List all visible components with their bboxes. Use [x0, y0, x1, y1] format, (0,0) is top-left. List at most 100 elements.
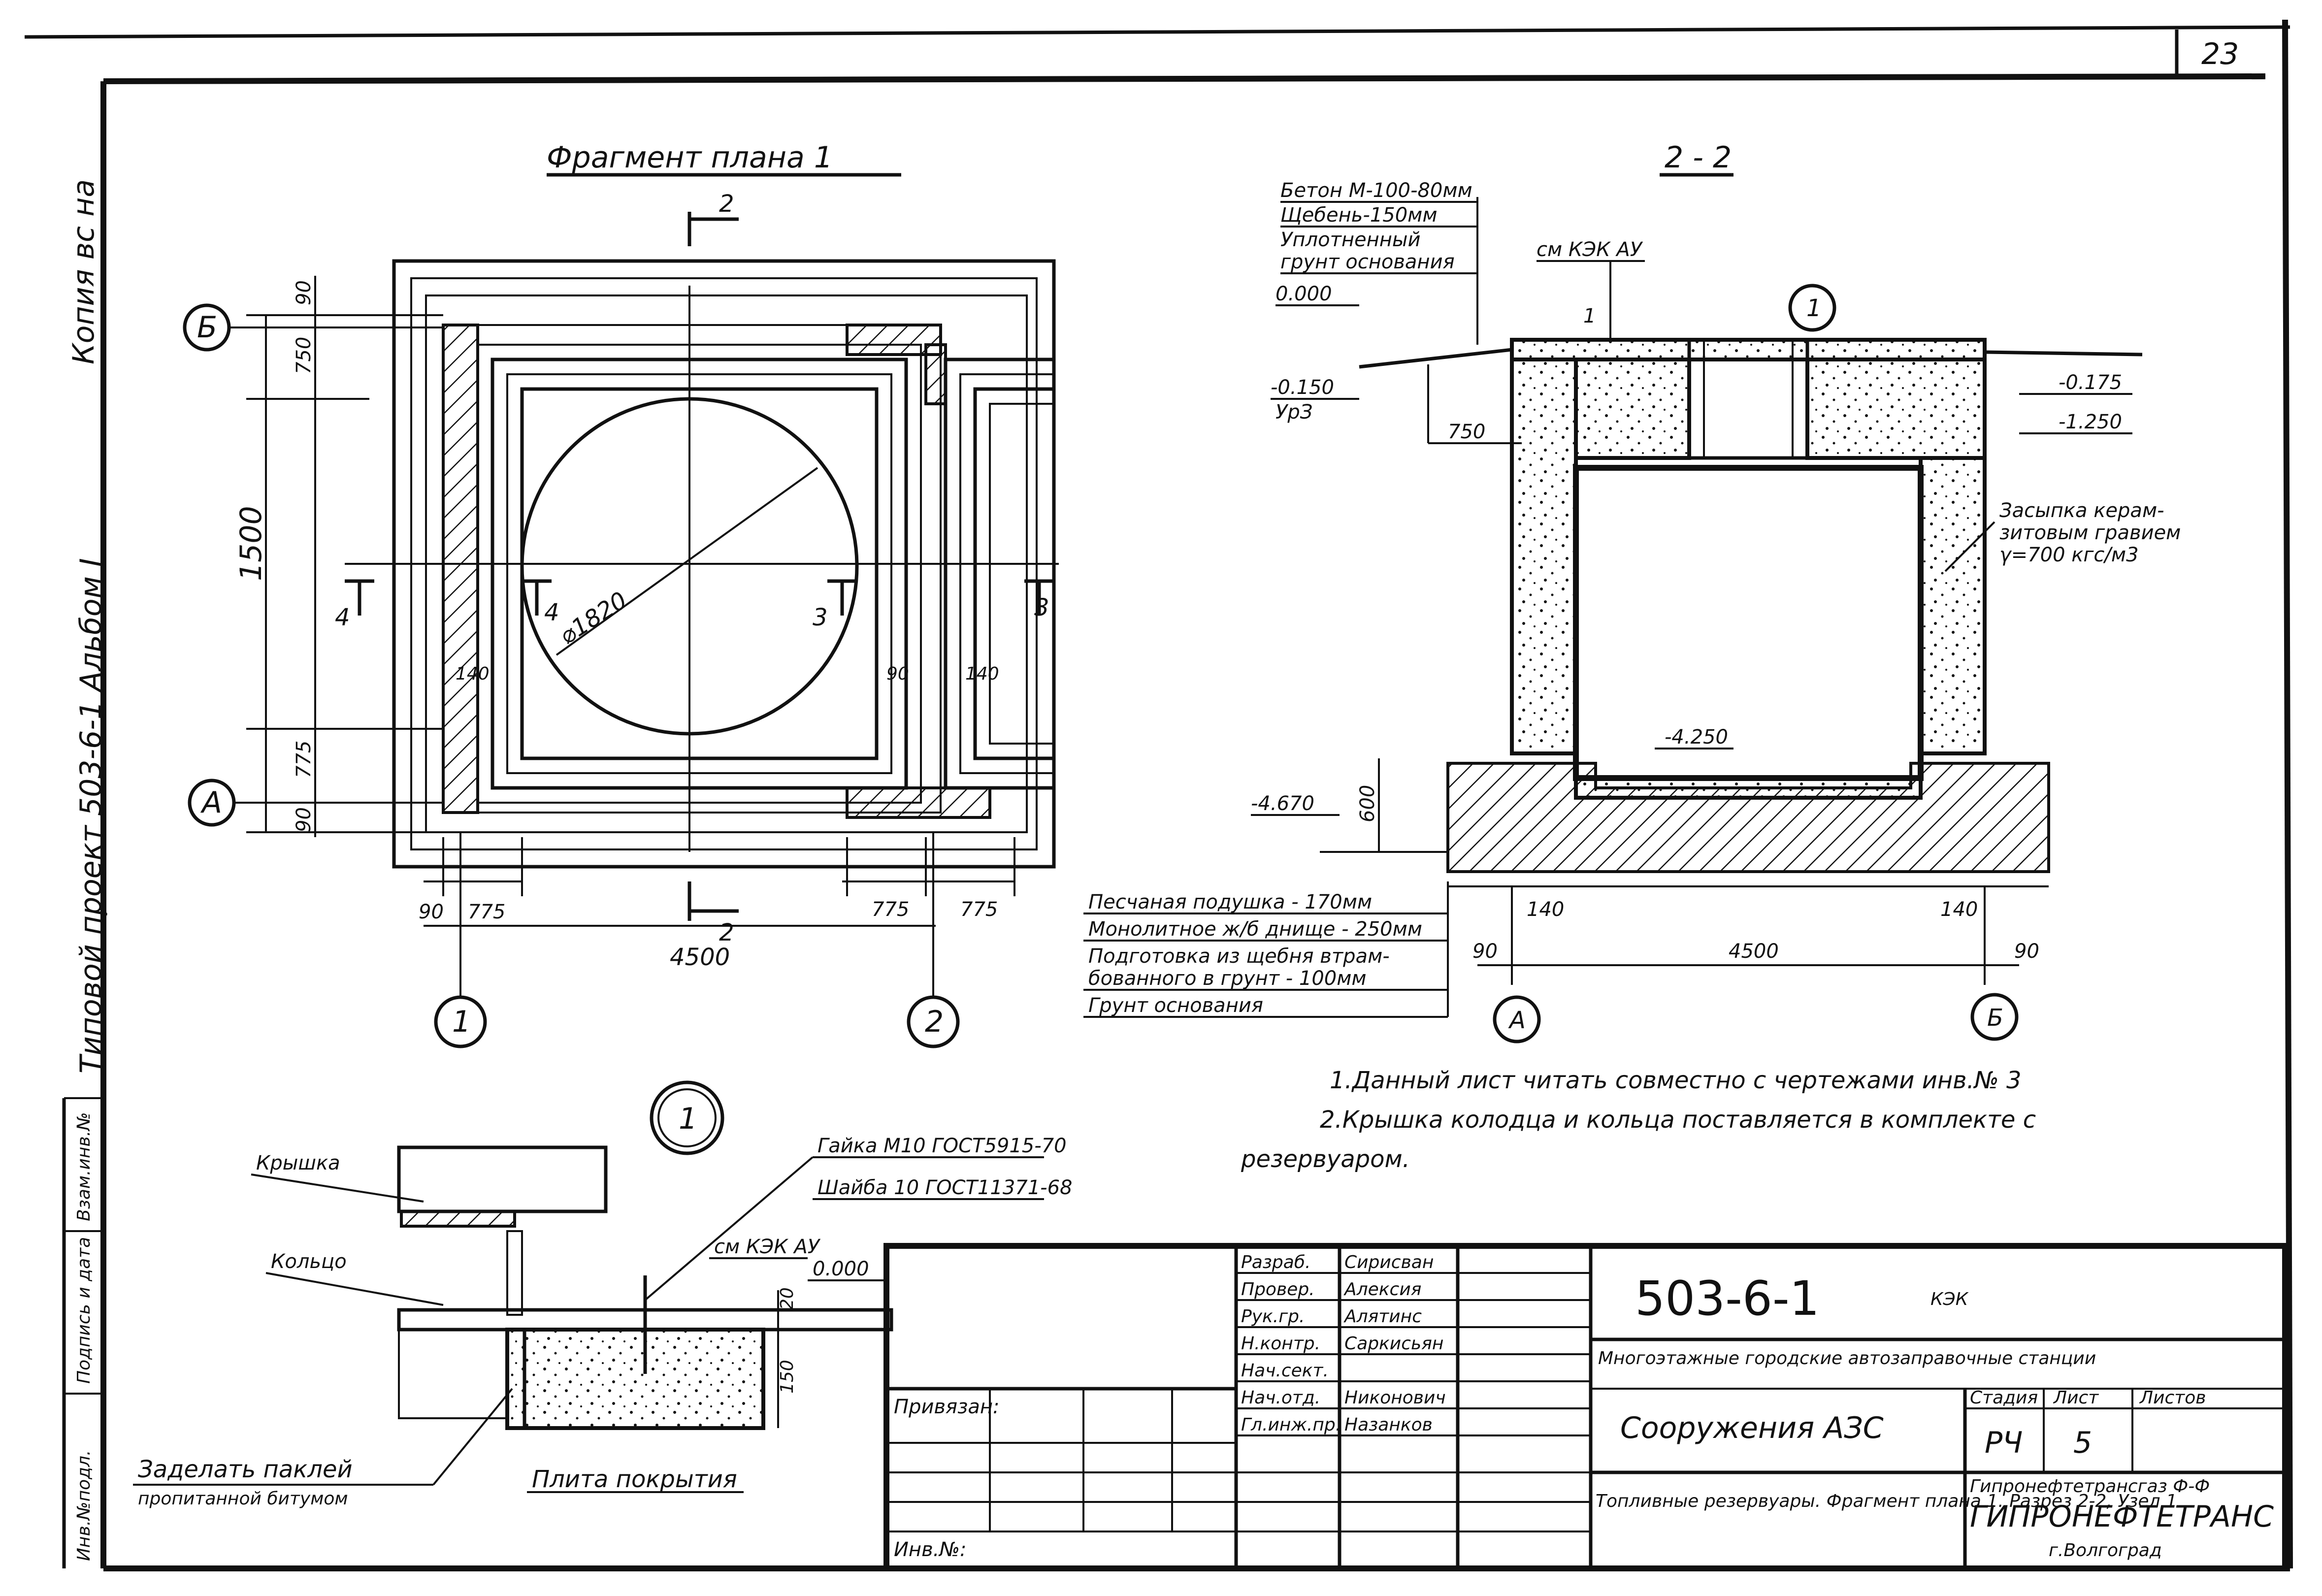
name-2: Алексия	[1343, 1279, 1421, 1300]
lid-label: Крышка	[256, 1152, 340, 1174]
layer-top-3: Уплотненный	[1280, 228, 1421, 251]
sheet-value: 5	[2073, 1426, 2092, 1460]
title-block: Разраб. Сирисван Провер. Алексия Рук.гр.…	[883, 1243, 2288, 1571]
dim-4500: 4500	[1729, 940, 1779, 963]
section-mark-3-left: 3	[813, 604, 828, 631]
mark-4: -4.250	[1665, 726, 1728, 749]
slab-label: Плита покрытия	[532, 1466, 737, 1493]
axis-1: 1	[452, 1005, 471, 1039]
backfill-3: γ=700 кгс/м3	[1999, 544, 2139, 566]
inv-label: Инв.№:	[894, 1538, 966, 1561]
mark-0: 0.000	[1275, 283, 1332, 305]
note-1: 1.Данный лист читать совместно с чертежа…	[1330, 1067, 2022, 1094]
name-1: Сирисван	[1344, 1252, 1434, 1272]
sheet-label: Лист	[2053, 1388, 2099, 1408]
dim-h1: 90	[419, 901, 444, 923]
dim-v4: 775	[293, 741, 315, 778]
stage-label: Стадия	[1970, 1388, 2038, 1408]
axis-a-section: А	[1508, 1007, 1526, 1034]
mark-1: -0.150	[1271, 376, 1334, 399]
dim-90-r: 90	[2014, 940, 2039, 963]
backfill-2: зитовым гравием	[1999, 521, 2181, 544]
role-2: Провер.	[1241, 1279, 1315, 1300]
role-5: Нач.сект.	[1241, 1361, 1329, 1381]
axis-a: А	[200, 785, 222, 820]
org-1: Гипронефтетрансгаз Ф-Ф	[1970, 1476, 2210, 1497]
dim-750: 750	[1448, 421, 1485, 443]
dim-h2: 775	[468, 901, 505, 923]
note-3: резервуаром.	[1241, 1145, 1410, 1173]
dim-140-l: 140	[1527, 898, 1564, 921]
section-mark-4-right: 4	[544, 599, 559, 626]
ring-label: Кольцо	[271, 1250, 347, 1273]
dim-90-l: 90	[1472, 940, 1498, 963]
role-3: Рук.гр.	[1241, 1306, 1305, 1327]
dim-90-mid: 90	[886, 664, 909, 684]
section-mark-bottom: 2	[719, 919, 734, 946]
section-mark-top: 2	[719, 190, 734, 218]
mark-1b: УрЗ	[1275, 401, 1312, 423]
node-d20: 20	[777, 1287, 797, 1310]
node-d150: 150	[777, 1360, 797, 1394]
node-1: 1 Крышка Кольцо Гайка М10 ГОСТ5915-70 Ша…	[133, 1080, 1073, 1509]
dim-v2: 750	[293, 337, 315, 374]
typical-project-label: Типовой проект 503-6-1 Альбом I	[74, 558, 108, 1074]
note-2: 2.Крышка колодца и кольца поставляется в…	[1320, 1106, 2036, 1134]
dim-140-r: 140	[1940, 898, 1978, 921]
name-3: Алятинс	[1343, 1306, 1422, 1327]
node-number: 1	[679, 1102, 697, 1136]
layer-top-2: Щебень-150мм	[1280, 204, 1438, 227]
stage-value: РЧ	[1985, 1426, 2023, 1460]
stamp-cell-1: Взам.инв.№	[74, 1112, 94, 1221]
node-see-akd: см КЭК АУ	[714, 1236, 821, 1258]
mark-2: -0.175	[2059, 371, 2122, 394]
role-7: Гл.инж.пр.	[1241, 1415, 1341, 1435]
dim-600: 600	[1356, 785, 1379, 822]
sheet-number: 23	[2201, 37, 2239, 71]
diameter-label: ⌀1820	[555, 586, 632, 650]
plan-fragment: Фрагмент плана 1 ⌀1820 Б А 1	[183, 140, 1059, 1048]
axis-2: 2	[925, 1005, 944, 1039]
name-7: Назанков	[1344, 1415, 1433, 1435]
seal-label-2: пропитанной битумом	[138, 1489, 348, 1509]
node-ref: 1	[1806, 294, 1822, 322]
notes: 1.Данный лист читать совместно с чертежа…	[1241, 1067, 2036, 1173]
layer-top-1: Бетон М-100-80мм	[1280, 179, 1472, 202]
org-2: ГИПРОНЕФТЕТРАНС	[1970, 1499, 2274, 1534]
axis-b: Б	[197, 310, 217, 345]
name-6: Никонович	[1344, 1388, 1446, 1408]
dim-v3: 1500	[234, 506, 268, 581]
project-name: Многоэтажные городские автозаправочные с…	[1598, 1348, 2096, 1368]
tied-label: Привязан:	[894, 1396, 1000, 1418]
role-1: Разраб.	[1241, 1252, 1310, 1272]
node-ref-2: 1	[1583, 305, 1596, 327]
stamp-cell-3: Инв.№подл.	[74, 1450, 94, 1561]
section-2-2: 2 - 2 Бетон М-100-80мм Щебень-150мм Упло…	[1083, 140, 2181, 1043]
seal-label: Заделать паклей	[138, 1456, 353, 1483]
section-mark-3-right: 3	[1034, 594, 1049, 621]
project-code-suffix: КЭК	[1930, 1289, 1969, 1309]
object-name: Сооружения АЗС	[1620, 1411, 1884, 1445]
layer-bottom-1: Песчаная подушка - 170мм	[1088, 891, 1372, 913]
node-mark: 0.000	[813, 1258, 869, 1280]
layer-bottom-5: Грунт основания	[1088, 994, 1263, 1017]
nut-label: Гайка М10 ГОСТ5915-70	[818, 1135, 1067, 1157]
see-akd: см КЭК АУ	[1537, 238, 1643, 261]
axis-b-section: Б	[1987, 1004, 2003, 1032]
plan-title: Фрагмент плана 1	[547, 140, 833, 175]
project-code: 503-6-1	[1635, 1271, 1820, 1326]
dim-h3: 775	[872, 898, 909, 921]
role-6: Нач.отд.	[1241, 1388, 1320, 1408]
dim-140-mid: 140	[965, 664, 999, 684]
layer-bottom-4: бованного в грунт - 100мм	[1088, 967, 1367, 990]
org-3: г.Волгоград	[2049, 1540, 2162, 1561]
dim-overall: 4500	[670, 944, 730, 971]
section-title: 2 - 2	[1665, 140, 1732, 175]
mark-3: -1.250	[2059, 411, 2122, 433]
mark-5: -4.670	[1251, 792, 1314, 815]
name-4: Саркисьян	[1344, 1334, 1443, 1354]
sheets-label: Листов	[2139, 1388, 2206, 1408]
layer-bottom-2: Монолитное ж/б днище - 250мм	[1088, 918, 1422, 941]
drawing-name: Топливные резервуары. Фрагмент плана 1. …	[1596, 1491, 2177, 1511]
